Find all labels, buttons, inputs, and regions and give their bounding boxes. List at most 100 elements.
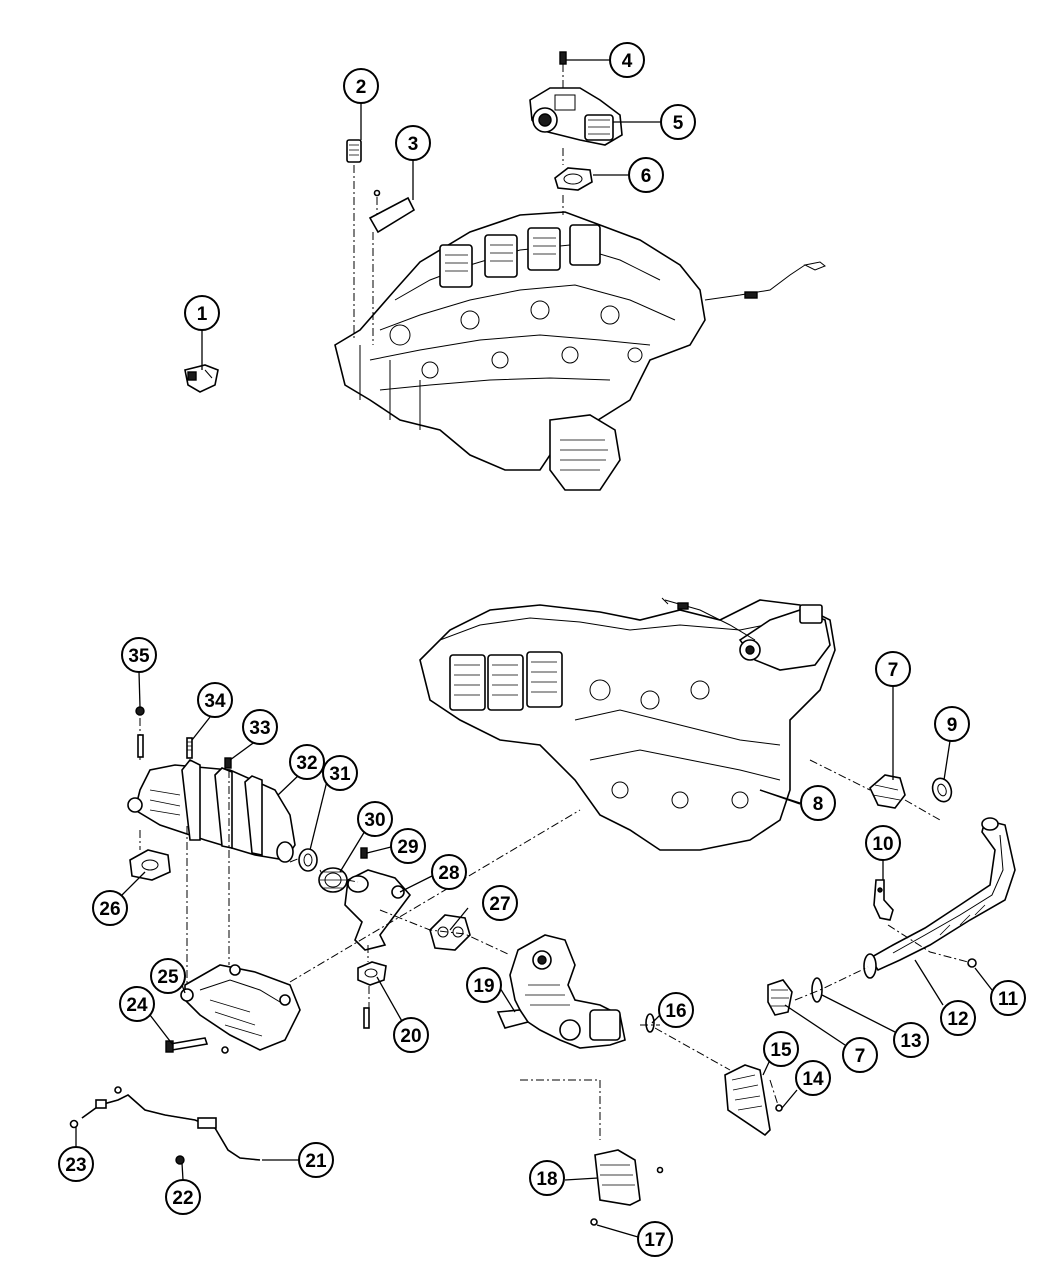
callout-28: 28 bbox=[431, 854, 467, 890]
part-10-bracket bbox=[873, 879, 894, 921]
callout-21: 21 bbox=[298, 1142, 334, 1178]
svg-text:16: 16 bbox=[665, 1001, 686, 1022]
svg-text:20: 20 bbox=[400, 1026, 421, 1047]
callout-5: 5 bbox=[660, 104, 696, 140]
callout-30: 30 bbox=[357, 801, 393, 837]
svg-text:7: 7 bbox=[888, 660, 899, 681]
svg-text:14: 14 bbox=[802, 1069, 824, 1090]
part-18-shield bbox=[520, 1079, 664, 1206]
svg-text:22: 22 bbox=[172, 1188, 193, 1209]
part-6-gasket bbox=[554, 148, 593, 215]
callout-14: 14 bbox=[795, 1060, 831, 1096]
svg-text:13: 13 bbox=[900, 1031, 921, 1052]
svg-text:3: 3 bbox=[408, 134, 419, 155]
part-7-clamp-lower bbox=[767, 979, 793, 1016]
callout-19: 19 bbox=[466, 967, 502, 1003]
part-16-gasket bbox=[645, 1013, 731, 1071]
callout-32: 32 bbox=[289, 744, 325, 780]
svg-text:9: 9 bbox=[947, 715, 958, 736]
svg-text:25: 25 bbox=[157, 967, 179, 988]
part-12-egr-tube bbox=[863, 817, 1016, 979]
svg-text:1: 1 bbox=[197, 304, 208, 325]
svg-text:12: 12 bbox=[947, 1009, 968, 1030]
engine-block-top bbox=[334, 211, 826, 491]
callout-20: 20 bbox=[393, 1017, 429, 1053]
callout-3: 3 bbox=[395, 125, 431, 161]
callout-15: 15 bbox=[763, 1031, 799, 1067]
callout-29: 29 bbox=[390, 828, 426, 864]
svg-text:19: 19 bbox=[473, 976, 494, 997]
part-11-nut bbox=[967, 958, 977, 968]
part-5-egr-valve bbox=[529, 87, 623, 146]
callout-7-lower: 7 bbox=[842, 1037, 878, 1073]
callout-4: 4 bbox=[609, 42, 645, 78]
svg-text:33: 33 bbox=[249, 718, 270, 739]
part-35-stud bbox=[135, 706, 145, 758]
svg-text:2: 2 bbox=[356, 77, 367, 98]
part-15-heat-shield bbox=[724, 1064, 771, 1137]
part-7-clamp-upper bbox=[809, 759, 941, 821]
part-19-egr-cooler-housing bbox=[496, 934, 626, 1049]
callout-34: 34 bbox=[197, 682, 233, 718]
svg-text:15: 15 bbox=[770, 1040, 792, 1061]
callout-26: 26 bbox=[92, 890, 128, 926]
part-20-gasket bbox=[357, 961, 387, 1029]
callout-9: 9 bbox=[934, 706, 970, 742]
engine-block-bottom bbox=[419, 597, 836, 851]
svg-text:4: 4 bbox=[622, 51, 633, 72]
svg-text:35: 35 bbox=[128, 646, 150, 667]
svg-text:10: 10 bbox=[872, 834, 893, 855]
callout-6: 6 bbox=[628, 157, 664, 193]
callout-27: 27 bbox=[482, 885, 518, 921]
svg-text:30: 30 bbox=[364, 810, 385, 831]
leader-lines bbox=[75, 59, 993, 1238]
svg-text:11: 11 bbox=[998, 989, 1019, 1010]
callout-11: 11 bbox=[990, 980, 1026, 1016]
callout-10: 10 bbox=[865, 825, 901, 861]
part-30-clamp bbox=[318, 867, 348, 893]
svg-text:5: 5 bbox=[673, 113, 684, 134]
part-31-seal bbox=[298, 848, 318, 872]
part-27-gasket bbox=[429, 914, 471, 951]
svg-text:21: 21 bbox=[305, 1151, 327, 1172]
part-13-gasket bbox=[811, 977, 823, 1003]
part-9-gasket bbox=[931, 777, 953, 803]
svg-text:27: 27 bbox=[489, 894, 510, 915]
callout-12: 12 bbox=[940, 1000, 976, 1036]
part-17-bolt bbox=[590, 1218, 598, 1226]
svg-text:17: 17 bbox=[644, 1230, 665, 1251]
part-25-bracket bbox=[180, 964, 301, 1051]
svg-text:6: 6 bbox=[641, 166, 652, 187]
svg-text:24: 24 bbox=[126, 995, 148, 1016]
svg-text:8: 8 bbox=[813, 794, 824, 815]
part-26-gasket bbox=[129, 849, 171, 881]
svg-text:31: 31 bbox=[329, 764, 351, 785]
part-22-nut bbox=[175, 1155, 185, 1165]
svg-text:23: 23 bbox=[65, 1155, 86, 1176]
callout-22: 22 bbox=[165, 1179, 201, 1215]
callout-17: 17 bbox=[637, 1221, 673, 1257]
part-3-gasket bbox=[368, 189, 416, 345]
callout-35: 35 bbox=[121, 637, 157, 673]
svg-text:18: 18 bbox=[536, 1169, 557, 1190]
part-4-bolt bbox=[559, 51, 567, 90]
part-32-egr-cooler bbox=[127, 758, 296, 863]
callout-23: 23 bbox=[58, 1146, 94, 1182]
svg-text:29: 29 bbox=[397, 837, 418, 858]
part-28-flange bbox=[344, 869, 412, 951]
part-2-sensor bbox=[346, 139, 362, 340]
callout-31: 31 bbox=[322, 755, 358, 791]
callout-25: 25 bbox=[150, 958, 186, 994]
callout-13: 13 bbox=[893, 1022, 929, 1058]
part-24-bolt bbox=[165, 1037, 229, 1054]
part-23-nut bbox=[69, 1119, 79, 1129]
callout-18: 18 bbox=[529, 1160, 565, 1196]
svg-text:26: 26 bbox=[99, 899, 120, 920]
svg-text:32: 32 bbox=[296, 753, 317, 774]
part-34-stud bbox=[186, 737, 193, 759]
callout-16: 16 bbox=[658, 992, 694, 1028]
svg-text:7: 7 bbox=[855, 1046, 866, 1067]
part-21-pipe bbox=[81, 1086, 261, 1161]
svg-text:34: 34 bbox=[204, 691, 226, 712]
